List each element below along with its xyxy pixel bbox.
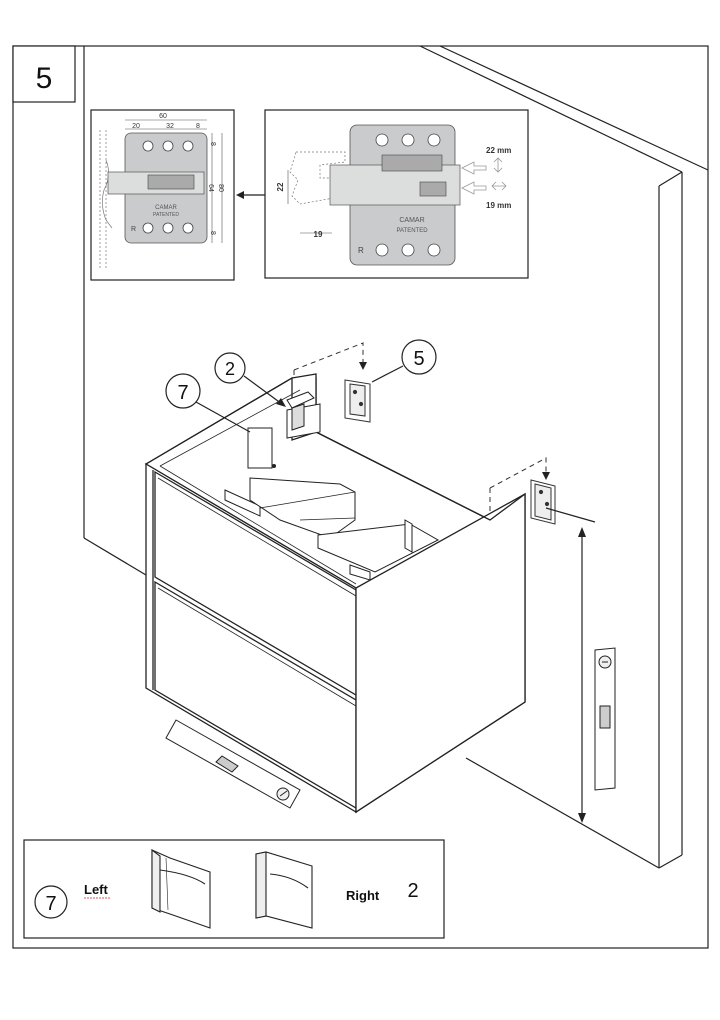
wall bbox=[83, 45, 709, 869]
dim-60: 60 bbox=[159, 113, 167, 120]
left-plate-patented: PATENTED bbox=[153, 212, 179, 218]
guide-dashes bbox=[293, 342, 547, 520]
vanity-cabinet bbox=[144, 373, 526, 814]
page-frame bbox=[12, 45, 709, 949]
step-number: 5 bbox=[36, 62, 53, 95]
legend-left-label: Left bbox=[84, 882, 109, 897]
wall-hanger-right bbox=[530, 479, 556, 525]
legend-right-bracket bbox=[255, 851, 313, 929]
dim-32: 32 bbox=[166, 123, 174, 130]
right-side-mark: R bbox=[358, 246, 364, 255]
height-arrowheads bbox=[578, 527, 586, 823]
callout-2: 2 bbox=[214, 352, 286, 407]
legend-box: 7 Left Right 2 bbox=[23, 839, 445, 939]
legend-callout-7: 7 bbox=[45, 893, 56, 915]
dim-20: 20 bbox=[132, 123, 140, 130]
right-plate-patented: PATENTED bbox=[396, 228, 428, 234]
legend-left-bracket bbox=[151, 848, 211, 929]
dim-8-right-2: 8 bbox=[209, 231, 216, 235]
callout-7: 7 bbox=[165, 373, 251, 433]
dim-22: 22 bbox=[276, 182, 285, 191]
left-plate-brand: CAMAR bbox=[155, 205, 177, 211]
callout-5-label: 5 bbox=[413, 348, 424, 370]
step-number-box: 5 bbox=[12, 45, 76, 103]
left-side-mark: R bbox=[131, 226, 136, 233]
legend-callout-2: 2 bbox=[407, 880, 418, 902]
hanger-detail-right: CAMAR PATENTED R 22 mm 19 mm 22 19 bbox=[264, 109, 529, 279]
guide-arrowheads bbox=[359, 362, 550, 480]
hanger-detail-left: CAMAR PATENTED R 60 20 32 8 8 64 80 8 bbox=[90, 109, 235, 281]
spirit-level-vertical bbox=[594, 647, 616, 791]
dim-8-top: 8 bbox=[196, 123, 200, 130]
dim-22mm: 22 mm bbox=[486, 146, 511, 155]
dim-19: 19 bbox=[314, 230, 323, 239]
callout-7-label: 7 bbox=[177, 382, 188, 404]
detail-arrow bbox=[236, 191, 265, 199]
right-plate-brand: CAMAR bbox=[399, 217, 424, 224]
dim-19mm: 19 mm bbox=[486, 201, 511, 210]
dim-64: 64 bbox=[207, 184, 214, 192]
cabinet-hanger-mount bbox=[286, 391, 321, 439]
dim-80: 80 bbox=[217, 184, 224, 192]
legend-right-label: Right bbox=[346, 888, 380, 903]
dim-8-right-1: 8 bbox=[209, 142, 216, 146]
callout-5: 5 bbox=[371, 339, 437, 383]
height-dimension-arrow bbox=[545, 507, 596, 815]
callout-2-label: 2 bbox=[225, 359, 235, 379]
spirit-level-bottom bbox=[165, 719, 301, 809]
wall-hanger-left bbox=[344, 379, 371, 423]
